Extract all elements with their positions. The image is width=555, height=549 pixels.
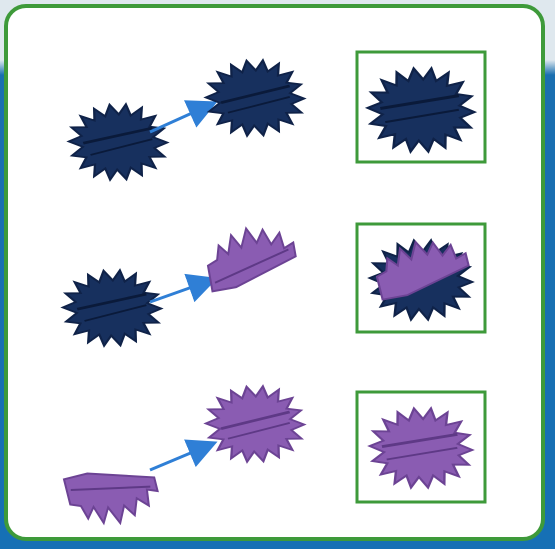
blue-arrow-icon — [150, 280, 212, 302]
navy-gear-piece — [62, 98, 174, 186]
blue-arrow-icon — [150, 104, 212, 132]
purple-half-piece — [203, 221, 299, 291]
purple-half-piece — [64, 458, 163, 534]
row-3 — [64, 380, 485, 533]
purple-gear-piece — [199, 380, 311, 468]
row-2 — [56, 221, 485, 352]
row-1 — [62, 52, 485, 186]
blue-arrow-icon — [150, 444, 212, 470]
navy-gear-piece — [199, 54, 311, 142]
navy-gear-piece — [56, 264, 168, 352]
